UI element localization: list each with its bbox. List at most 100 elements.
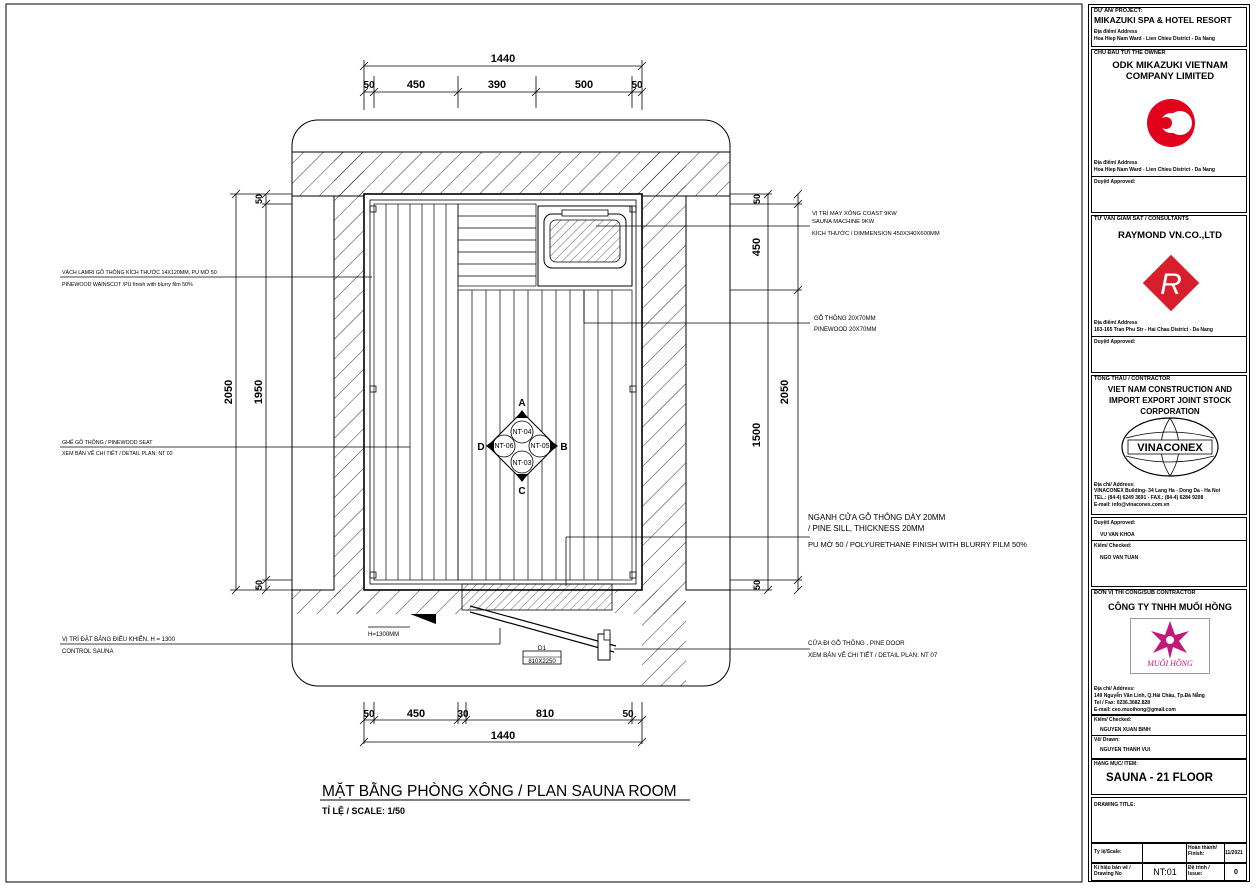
dim-top-2: 390: [488, 79, 506, 91]
contractor-addr1: VINACONEX Building- 34 Lang Ha - Dong Da…: [1094, 488, 1221, 494]
door: [461, 583, 617, 661]
item-cell: HẠNG MỤC/ ITEM: SAUNA - 21 FLOOR: [1091, 759, 1247, 795]
bench-planks: [373, 203, 459, 581]
dim-bottom-3: 810: [536, 708, 554, 720]
note-seat-en: XEM BẢN VẼ CHI TIẾT / DETAIL PLAN: NT 02: [62, 450, 173, 457]
consult-addr-label: Địa điểm/ Address: [1094, 320, 1138, 326]
dim-left-inner: 1950: [253, 380, 265, 404]
dim-bottom-total: 1440: [491, 730, 515, 742]
sauna-heater: [537, 205, 633, 287]
note-sill-en: / PINE SILL, THICKNESS 20MM: [808, 524, 925, 533]
upper-seat-planks: [457, 203, 537, 287]
dim-right-bottom: 50: [752, 580, 762, 590]
contractor-logo: VINACONEX: [1121, 417, 1219, 477]
sub-addr-label: Địa chỉ/ Address:: [1094, 686, 1135, 692]
contractor-addr-label: Địa chỉ/ Address:: [1094, 482, 1135, 488]
issue-value: 0: [1234, 869, 1238, 876]
approval-cell: Duyệt/ Approved: VU VAN KHOA Kiểm/ Check…: [1091, 517, 1247, 587]
note-control-en: CONTROL SAUNA: [62, 649, 113, 655]
note-machine-en: SAUNA MACHINE 9KW: [812, 219, 875, 225]
dim-right-1500: 1500: [751, 423, 763, 447]
sub-checked-name: NGUYEN XUAN BINH: [1100, 727, 1151, 733]
plan-title: MẶT BẰNG PHÒNG XÔNG / PLAN SAUNA ROOM: [322, 782, 677, 800]
dimension-lines: [230, 60, 803, 747]
note-pine-vn: GỖ THÔNG 20X70MM: [814, 315, 876, 322]
consult-addr: 163-165 Tran Phu Str - Hai Chau District…: [1094, 327, 1213, 333]
owner-logo: [1147, 99, 1195, 147]
note-h1300: H=1300MM: [368, 632, 399, 638]
note-pine-en: PINEWOOD 20X70MM: [814, 327, 876, 333]
sub-logo: MUỐI HỒNG: [1130, 618, 1210, 674]
drawing-title-label: DRAWING TITLE:: [1094, 802, 1136, 808]
dim-bottom-2: 30: [457, 709, 469, 720]
drawno-label: Kí hiệu bản vẽ / Drawing No: [1094, 865, 1131, 877]
note-sill-pu: PU MỜ 50 / POLYURETHANE FINISH WITH BLUR…: [808, 540, 1027, 549]
door-tag-size: 810X2250: [528, 659, 556, 665]
marker-tag-right: NT-05: [530, 443, 549, 450]
dim-top-4: 50: [631, 80, 643, 91]
owner-label: CHỦ ĐẦU TƯ/ THE OWNER: [1094, 50, 1166, 56]
marker-tag-top: NT-04: [512, 429, 531, 436]
svg-text:R: R: [1160, 268, 1182, 301]
owner-addr: Hoa Hiep Nam Ward - Lien Chieu District …: [1094, 167, 1215, 173]
leader-lines: [60, 225, 810, 650]
consult-logo: R: [1142, 254, 1200, 312]
project-cell: DỰ ÁN/ PROJECT: MIKAZUKI SPA & HOTEL RES…: [1091, 7, 1247, 47]
section-marker: [486, 410, 558, 482]
floor-planks: [457, 289, 633, 581]
dim-top-1: 450: [407, 79, 425, 91]
owner-cell: CHỦ ĐẦU TƯ/ THE OWNER ODK MIKAZUKI VIETN…: [1091, 49, 1247, 213]
marker-letter-c: C: [518, 486, 525, 497]
note-door-en: XEM BẢN VẼ CHI TIẾT / DETAIL PLAN: NT 07: [808, 652, 938, 659]
marker-letter-b: B: [560, 442, 567, 453]
control-panel-mark: [410, 614, 436, 624]
scale-row: Tỷ lệ/Scale: Hoàn thành/ Finish: 11/2021: [1091, 843, 1247, 863]
project-name: MIKAZUKI SPA & HOTEL RESORT: [1094, 15, 1232, 25]
project-label: DỰ ÁN/ PROJECT:: [1094, 8, 1143, 14]
drawno-value: NT:01: [1153, 867, 1177, 877]
approved-name: VU VAN KHOA: [1100, 532, 1135, 538]
dim-right-outer: 2050: [779, 380, 791, 404]
contractor-logo-text: VINACONEX: [1137, 442, 1203, 454]
marker-tag-bottom: NT-03: [512, 460, 531, 467]
sub-name: CÔNG TY TNHH MUỐI HỒNG: [1108, 602, 1232, 612]
dim-top-3: 500: [575, 79, 593, 91]
contractor-label: TỔNG THẦU / CONTRACTOR: [1094, 376, 1171, 382]
title-block: DỰ ÁN/ PROJECT: MIKAZUKI SPA & HOTEL RES…: [1088, 4, 1250, 882]
marker-letter-a: A: [518, 398, 525, 409]
marker-tag-left: NT-06: [494, 443, 513, 450]
sub-addr1: 149 Nguyễn Văn Linh, Q.Hải Châu, Tp.Đà N…: [1094, 693, 1205, 699]
right-column: [685, 195, 731, 591]
approved-label: Duyệt/ Approved:: [1094, 520, 1136, 526]
contractor-cell: TỔNG THẦU / CONTRACTOR VIET NAM CONSTRUC…: [1091, 375, 1247, 515]
checked-name: NGO VAN TUAN: [1100, 555, 1139, 561]
wall-marks: [369, 205, 637, 579]
project-addr: Hoa Hiep Nam Ward - Lien Chieu District …: [1094, 36, 1215, 42]
consult-approved: Duyệt/ Approved:: [1094, 339, 1136, 345]
consult-name: RAYMOND VN.CO.,LTD: [1118, 230, 1222, 241]
item-label: HẠNG MỤC/ ITEM:: [1094, 761, 1138, 767]
scale-label: Tỷ lệ/Scale:: [1094, 849, 1122, 855]
drawing-title-cell: DRAWING TITLE:: [1091, 797, 1247, 843]
consultant-cell: TƯ VẤN GIÁM SÁT / CONSULTANTS RAYMOND VN…: [1091, 215, 1247, 373]
checked-label: Kiểm/ Checked:: [1094, 543, 1132, 549]
issue-label: Đệ trình / Issue:: [1188, 865, 1210, 877]
sub-logo-flower: [1151, 621, 1189, 659]
door-tag-box: [522, 650, 562, 665]
dim-bottom-4: 50: [622, 709, 634, 720]
finish-label: Hoàn thành/ Finish:: [1188, 845, 1217, 857]
contractor-addr2: TEL.: (84-4) 6249 3691 - FAX.: (84-4) 62…: [1094, 495, 1204, 501]
sub-checked-cell: Kiểm/ Checked: NGUYEN XUAN BINH Vẽ/ Draw…: [1091, 715, 1247, 759]
sub-checked-label: Kiểm/ Checked:: [1094, 717, 1132, 723]
dim-right-top: 50: [752, 194, 762, 204]
marker-letter-d: D: [477, 442, 484, 453]
sub-addr2: Tel / Fax: 0236.3682.828: [1094, 700, 1151, 706]
dim-bottom-0: 50: [363, 709, 375, 720]
finish-value: 11/2021: [1225, 850, 1243, 856]
drawno-row: Kí hiệu bản vẽ / Drawing No NT:01 Đệ trì…: [1091, 863, 1247, 881]
note-door-vn: CỬA ĐI GỖ THÔNG , PINE DOOR: [808, 640, 905, 647]
door-tag-code: D1: [538, 645, 547, 652]
note-control-vn: VỊ TRÍ ĐẶT BẢNG ĐIỀU KHIỂN, H = 1300: [62, 636, 176, 643]
dim-right-450: 450: [751, 238, 763, 256]
